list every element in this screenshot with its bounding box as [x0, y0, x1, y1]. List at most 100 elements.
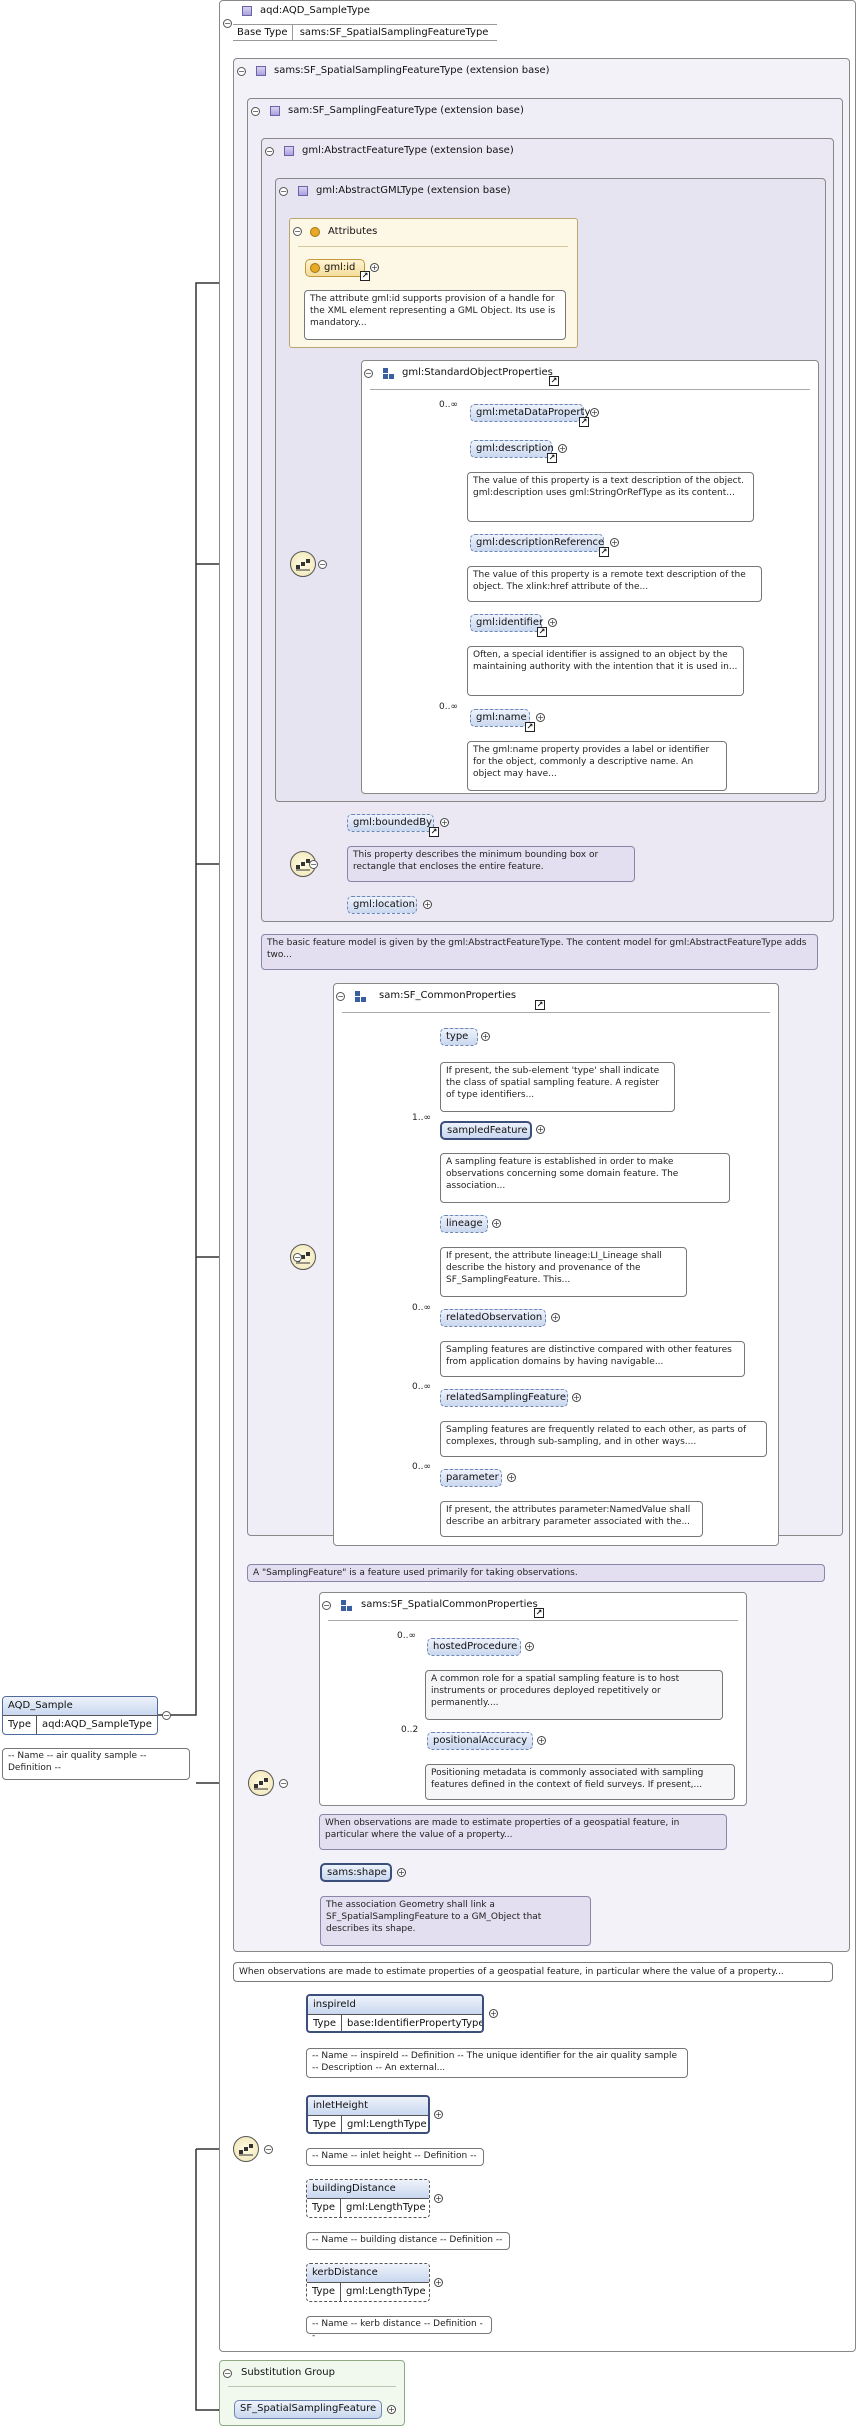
collapse-sequence-icon[interactable]: −: [293, 1253, 302, 1262]
complex-type-icon: [270, 106, 280, 116]
collapse-group-icon[interactable]: −: [364, 369, 373, 378]
hostedprocedure-doc: A common role for a spatial sampling fea…: [425, 1670, 723, 1720]
collapse-substitution-icon[interactable]: −: [223, 2369, 232, 2378]
collapse-group-icon[interactable]: −: [322, 1601, 331, 1610]
parameter-doc: If present, the attributes parameter:Nam…: [440, 1501, 703, 1537]
inspireid-type-label: Type: [308, 2015, 342, 2031]
relatedobservation-element[interactable]: relatedObservation: [440, 1309, 546, 1327]
collapse-root-icon[interactable]: −: [223, 19, 232, 28]
sampledfeature-element[interactable]: sampledFeature: [440, 1121, 532, 1140]
link-arrow-icon[interactable]: ↗: [429, 827, 439, 837]
expand-icon[interactable]: +: [481, 1032, 490, 1041]
expand-icon[interactable]: +: [434, 2278, 443, 2287]
collapse-attributes-icon[interactable]: −: [293, 227, 302, 236]
link-arrow-icon[interactable]: ↗: [599, 547, 609, 557]
expand-icon[interactable]: +: [507, 1473, 516, 1482]
collapse-sequence-icon[interactable]: −: [264, 2145, 273, 2154]
sequence-compositor-icon[interactable]: [248, 1770, 274, 1796]
sequence-compositor-icon[interactable]: [233, 2136, 259, 2162]
group-divider: [328, 1620, 738, 1621]
complex-type-icon: [298, 186, 308, 196]
relatedsamplingfeature-element[interactable]: relatedSamplingFeature: [440, 1389, 568, 1407]
expand-icon[interactable]: +: [423, 900, 432, 909]
expand-icon[interactable]: +: [387, 2405, 396, 2414]
collapse-sequence-icon[interactable]: −: [309, 860, 318, 869]
buildingdistance-type-value: gml:LengthType: [345, 2202, 426, 2213]
expand-icon[interactable]: +: [551, 1313, 560, 1322]
kerbdistance-type-value: gml:LengthType: [345, 2286, 426, 2297]
parameter-element[interactable]: parameter: [440, 1469, 502, 1487]
expand-icon[interactable]: +: [370, 263, 379, 272]
gml-boundedby-element[interactable]: gml:boundedBy: [347, 814, 434, 832]
collapse-gml-feature-icon[interactable]: −: [265, 147, 274, 156]
gml-metadataproperty-element[interactable]: gml:metaDataProperty: [470, 404, 590, 422]
collapse-sam-icon[interactable]: −: [251, 107, 260, 116]
expand-icon[interactable]: +: [434, 2110, 443, 2119]
occurrence-label: 0..∞: [439, 702, 458, 712]
collapse-element-icon[interactable]: −: [162, 1711, 171, 1720]
expand-icon[interactable]: +: [397, 1868, 406, 1877]
gml-description-element[interactable]: gml:description: [470, 440, 554, 458]
expand-icon[interactable]: +: [492, 1219, 501, 1228]
expand-icon[interactable]: +: [537, 1736, 546, 1745]
gml-name-element[interactable]: gml:name: [470, 709, 530, 727]
expand-icon[interactable]: +: [536, 1125, 545, 1134]
expand-icon[interactable]: +: [590, 408, 599, 417]
hostedprocedure-element[interactable]: hostedProcedure: [427, 1638, 521, 1656]
attributes-title: Attributes: [328, 226, 378, 237]
expand-icon[interactable]: +: [489, 2009, 498, 2018]
kerbdistance-doc: -- Name -- kerb distance -- Definition -…: [306, 2316, 492, 2341]
type-doc: If present, the sub-element 'type' shall…: [440, 1062, 675, 1112]
positionalaccuracy-element[interactable]: positionalAccuracy: [427, 1732, 533, 1750]
collapse-group-icon[interactable]: −: [336, 992, 345, 1001]
expand-icon[interactable]: +: [536, 713, 545, 722]
gml-id-attribute[interactable]: gml:id: [305, 259, 365, 277]
attributes-divider: [298, 246, 568, 247]
sf-spatialsamplingfeature-element[interactable]: SF_SpatialSamplingFeature: [234, 2400, 382, 2419]
occurrence-label: 1..∞: [412, 1113, 431, 1123]
gml-identifier-element[interactable]: gml:identifier: [470, 614, 543, 632]
link-arrow-icon[interactable]: ↗: [549, 376, 559, 386]
spatial-common-properties-note: When observations are made to estimate p…: [319, 1814, 727, 1850]
link-arrow-icon[interactable]: ↗: [547, 453, 557, 463]
occurrence-label: 0..∞: [412, 1303, 431, 1313]
link-arrow-icon[interactable]: ↗: [537, 627, 547, 637]
inletheight-name: inletHeight: [308, 2097, 428, 2116]
lineage-element[interactable]: lineage: [440, 1215, 488, 1233]
link-arrow-icon[interactable]: ↗: [525, 722, 535, 732]
lineage-doc: If present, the attribute lineage:LI_Lin…: [440, 1247, 687, 1297]
gml-descriptionreference-element[interactable]: gml:descriptionReference: [470, 534, 604, 552]
collapse-gml-gml-icon[interactable]: −: [279, 187, 288, 196]
expand-icon[interactable]: +: [525, 1642, 534, 1651]
expand-icon[interactable]: +: [610, 538, 619, 547]
collapse-sequence-icon[interactable]: −: [279, 1779, 288, 1788]
gml-location-element[interactable]: gml:location: [347, 896, 417, 914]
link-arrow-icon[interactable]: ↗: [579, 417, 589, 427]
sams-shape-element[interactable]: sams:shape: [320, 1863, 392, 1882]
sequence-compositor-icon[interactable]: [290, 851, 316, 877]
type-element[interactable]: type: [440, 1028, 478, 1046]
expand-icon[interactable]: +: [434, 2194, 443, 2203]
expand-icon[interactable]: +: [548, 618, 557, 627]
aqd-sample-type-value: aqd:AQD_SampleType: [41, 1719, 152, 1730]
expand-icon[interactable]: +: [572, 1393, 581, 1402]
group-divider: [370, 389, 810, 390]
expand-icon[interactable]: +: [558, 444, 567, 453]
collapse-sams-icon[interactable]: −: [237, 67, 246, 76]
sequence-compositor-icon[interactable]: [290, 551, 316, 577]
link-arrow-icon[interactable]: ↗: [534, 1608, 544, 1618]
root-type-name: aqd:AQD_SampleType: [260, 5, 370, 16]
link-arrow-icon[interactable]: ↗: [360, 271, 370, 281]
expand-icon[interactable]: +: [440, 818, 449, 827]
link-arrow-icon[interactable]: ↗: [535, 1000, 545, 1010]
buildingdistance-type-label: Type: [307, 2199, 341, 2217]
collapse-sequence-icon[interactable]: −: [318, 560, 327, 569]
group-icon: [341, 1600, 353, 1612]
sampling-feature-note: A "SamplingFeature" is a feature used pr…: [247, 1564, 825, 1582]
inspireid-doc: -- Name -- inspireId -- Definition -- Th…: [306, 2048, 688, 2078]
